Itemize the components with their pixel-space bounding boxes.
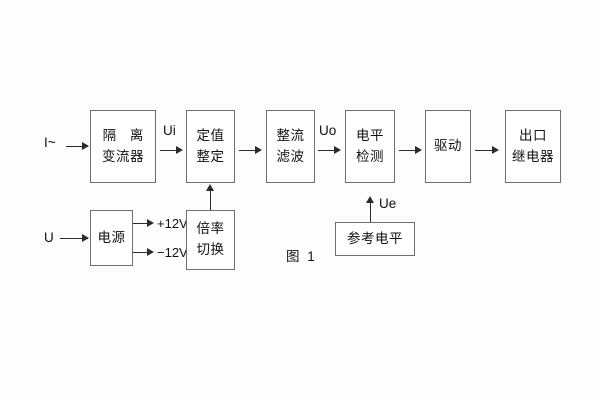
block-rectify-line2: 滤波 (276, 148, 305, 164)
block-output-relay: 出口 继电器 (505, 110, 561, 183)
block-isolation-line2: 变流器 (102, 148, 144, 164)
ui-connector (160, 150, 180, 151)
uo-signal-label: Uo (319, 123, 337, 138)
voltage-input-label: U (44, 230, 54, 245)
figure-caption: 图 1 (286, 249, 317, 264)
block-multiplier-line1: 倍率 (196, 221, 225, 237)
block-output-relay-line2: 继电器 (512, 148, 554, 164)
current-input-connector (66, 146, 88, 147)
ui-signal-label: Ui (163, 123, 176, 138)
plus-12v-arrowhead (147, 219, 154, 227)
minus-12v-connector (133, 252, 151, 253)
plus-12v-label: +12V (157, 216, 188, 231)
voltage-input-arrowhead (82, 234, 89, 242)
setting-to-rectify-connector (239, 150, 259, 151)
block-setting-line1: 定值 (196, 127, 225, 143)
block-setting-value: 定值 整定 (186, 110, 235, 183)
current-input-label: I~ (44, 135, 56, 150)
block-multiplier-switch: 倍率 切换 (186, 210, 235, 270)
current-input-arrowhead (82, 142, 89, 150)
ui-arrowhead (176, 146, 183, 154)
block-drive: 驱动 (425, 110, 471, 183)
block-level-detect-line2: 检测 (356, 148, 384, 164)
block-reference-level: 参考电平 (335, 222, 415, 256)
block-isolation-line1: 隔 离 (102, 127, 149, 143)
uo-connector (318, 150, 338, 151)
ue-connector (370, 200, 371, 222)
ue-arrowhead (366, 196, 374, 203)
block-isolation-current-transformer: 隔 离 变流器 (90, 110, 156, 183)
minus-12v-label: −12V (157, 245, 188, 260)
ue-signal-label: Ue (379, 196, 397, 211)
drive-to-relay-arrowhead (492, 146, 499, 154)
block-level-detection: 电平 检测 (345, 110, 395, 183)
drive-to-relay-connector (475, 150, 497, 151)
block-level-detect-line1: 电平 (356, 127, 384, 143)
level-to-drive-connector (399, 150, 419, 151)
setting-to-rectify-arrowhead (255, 146, 262, 154)
block-output-relay-line1: 出口 (519, 127, 547, 143)
uo-arrowhead (334, 146, 341, 154)
multiplier-to-setting-connector (210, 188, 211, 210)
block-drive-line1: 驱动 (434, 138, 462, 154)
multiplier-to-setting-arrowhead (206, 184, 214, 191)
voltage-input-connector (60, 238, 88, 239)
level-to-drive-arrowhead (415, 146, 422, 154)
block-power-supply-line1: 电源 (97, 229, 126, 245)
block-rectify-filter: 整流 滤波 (266, 110, 315, 183)
block-rectify-line1: 整流 (276, 127, 305, 143)
minus-12v-arrowhead (147, 248, 154, 256)
block-multiplier-line2: 切换 (196, 242, 225, 257)
block-power-supply: 电源 (90, 210, 133, 266)
block-setting-line2: 整定 (196, 148, 225, 164)
block-reference-level-line1: 参考电平 (347, 230, 403, 246)
plus-12v-connector (133, 223, 151, 224)
